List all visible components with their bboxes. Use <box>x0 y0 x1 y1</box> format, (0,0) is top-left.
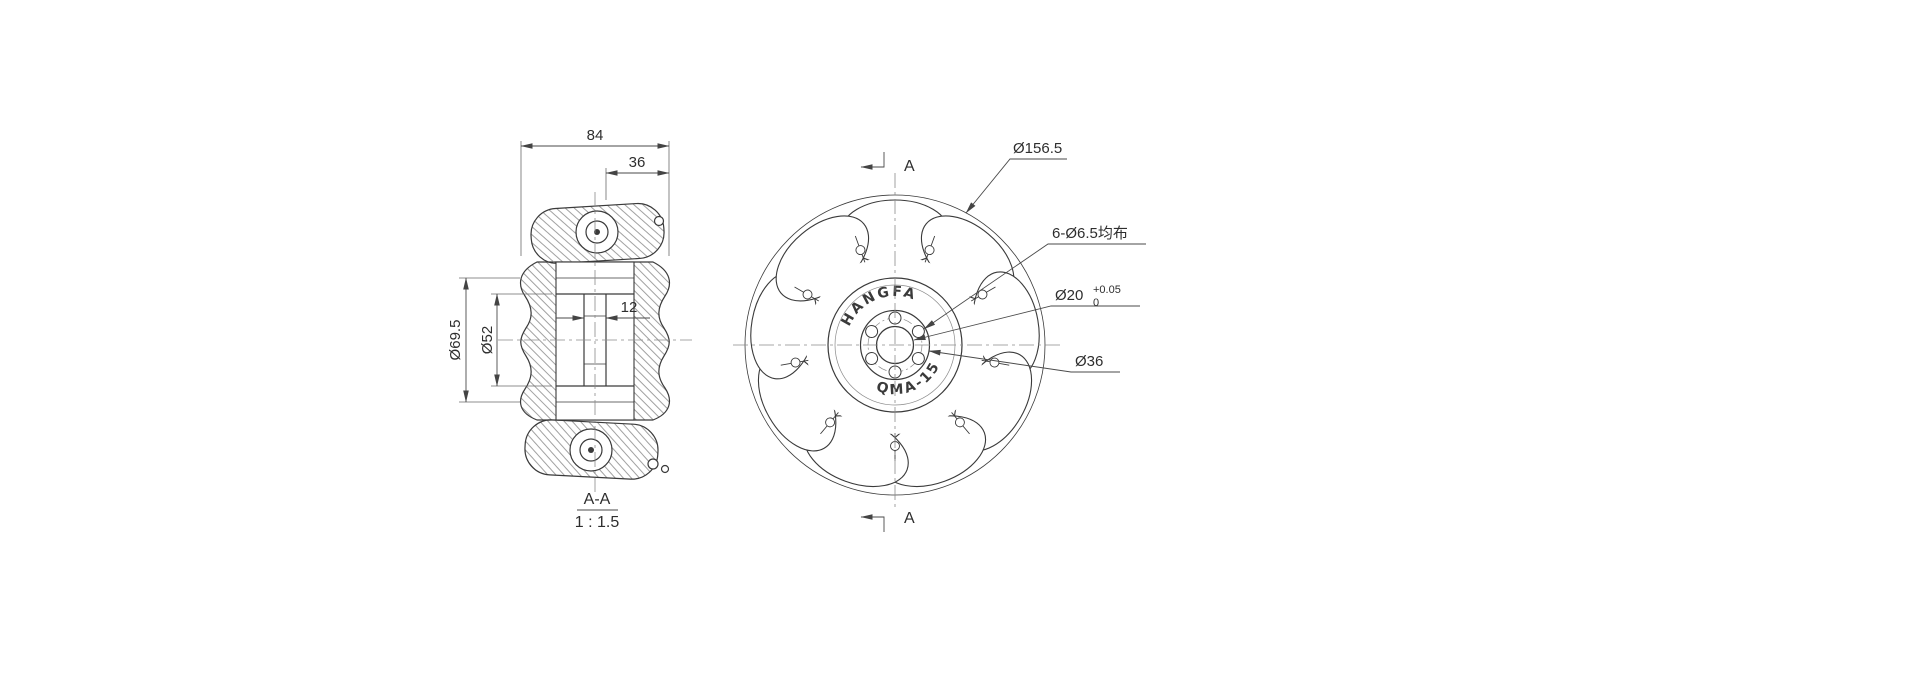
section-label: A-A <box>584 491 611 508</box>
dim-outer-dia-label: Ø156.5 <box>1013 140 1062 157</box>
dim-boss-dia-label: Ø36 <box>1075 353 1103 370</box>
section-scale: 1 : 1.5 <box>575 514 620 531</box>
cut-mark-bottom: A <box>860 510 915 532</box>
dim-52: Ø52 <box>479 293 552 387</box>
leader-boss-dia: Ø36 <box>928 349 1120 373</box>
dim-bore-label: Ø20 <box>1055 287 1083 304</box>
dim-36-label: 36 <box>629 154 646 171</box>
dim-52-label: Ø52 <box>479 326 496 354</box>
dim-84-label: 84 <box>587 127 604 144</box>
cut-mark-top: A <box>860 152 915 175</box>
leader-outer-dia: Ø156.5 <box>965 140 1067 214</box>
dim-bore-tol-lower: 0 <box>1093 297 1099 309</box>
dim-12: 12 <box>556 299 650 321</box>
cut-label-bottom: A <box>904 510 915 527</box>
dim-69-5-label: Ø69.5 <box>447 320 464 361</box>
dim-69-5: Ø69.5 <box>447 277 520 403</box>
dim-bore-tol-upper: +0.05 <box>1093 284 1121 296</box>
view-label: A-A 1 : 1.5 <box>575 491 620 531</box>
section-view: 84 36 12 Ø69.5 Ø52 A <box>447 127 692 531</box>
dim-12-label: 12 <box>621 299 638 316</box>
leader-bore: Ø20 +0.05 0 <box>913 284 1140 341</box>
front-view: HANGFA QMA-15 A A Ø156.5 <box>733 140 1146 532</box>
leader-bolt-holes: 6-Ø6.5均布 <box>923 225 1146 330</box>
rim-screws <box>790 245 1000 451</box>
dim-84: 84 <box>520 127 670 256</box>
cut-label-top: A <box>904 158 915 175</box>
dim-36: 36 <box>605 154 670 200</box>
dim-bolt-holes-label: 6-Ø6.5均布 <box>1052 225 1128 242</box>
